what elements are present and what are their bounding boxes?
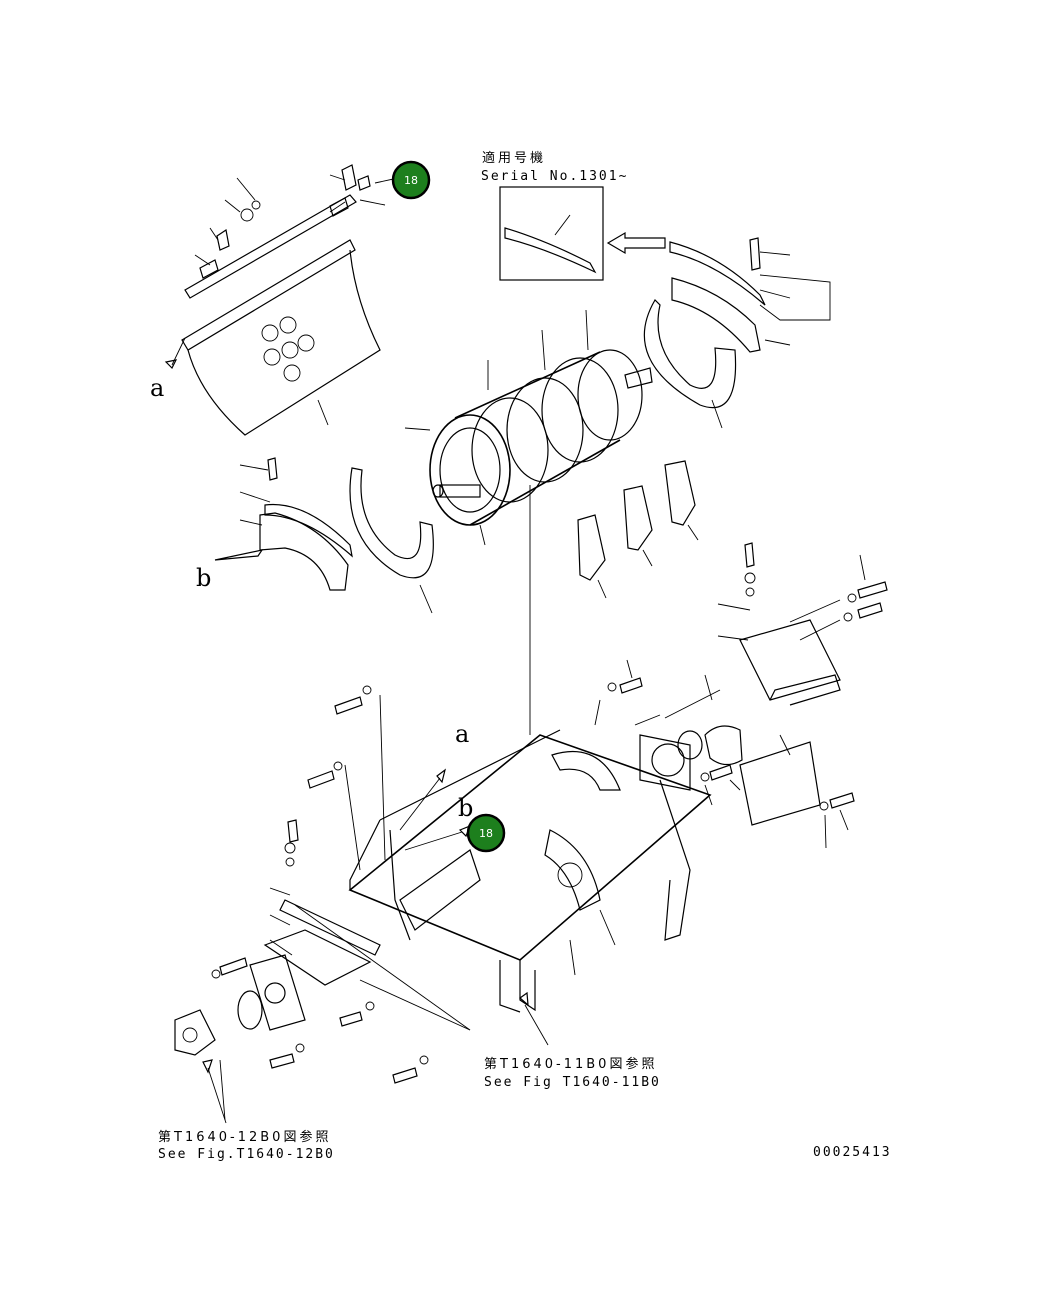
serial-note-jp: 適用号機 — [482, 150, 546, 166]
rotor-drum — [404, 309, 653, 546]
ref-12b0-jp: 第T1640-12B0図参照 — [158, 1129, 331, 1145]
view-letter-a-top: a — [150, 374, 164, 402]
view-letter-b-left: b — [196, 564, 211, 592]
right-bolts — [607, 659, 855, 849]
left-frame-parts — [174, 685, 471, 1124]
view-letter-a-frame: a — [455, 720, 469, 748]
drawing-number: 00025413 — [813, 1145, 892, 1160]
frame-arrows — [399, 768, 472, 851]
view-letter-b-frame: b — [458, 794, 473, 822]
ref-11b0-jp: 第T1640-11B0図参照 — [484, 1056, 657, 1072]
clamps — [577, 460, 699, 599]
right-beam — [717, 542, 888, 706]
left-bracket — [214, 457, 353, 591]
callout-18-top-label: 18 — [404, 174, 418, 187]
main-frame — [348, 674, 821, 1046]
ring-segments — [349, 299, 737, 614]
ref-11b0-en: See Fig T1640-11B0 — [484, 1075, 661, 1090]
upper-right-bracket — [669, 237, 831, 353]
callout-18-frame-label: 18 — [479, 827, 493, 840]
callout-18-top[interactable]: 18 — [391, 160, 431, 200]
ref-12b0-en: See Fig.T1640-12B0 — [158, 1147, 335, 1162]
serial-inset-box — [499, 186, 666, 281]
callout-18-frame[interactable]: 18 — [466, 813, 506, 853]
upper-cover-plate — [164, 164, 399, 436]
serial-note-en: Serial No.1301~ — [481, 169, 628, 184]
